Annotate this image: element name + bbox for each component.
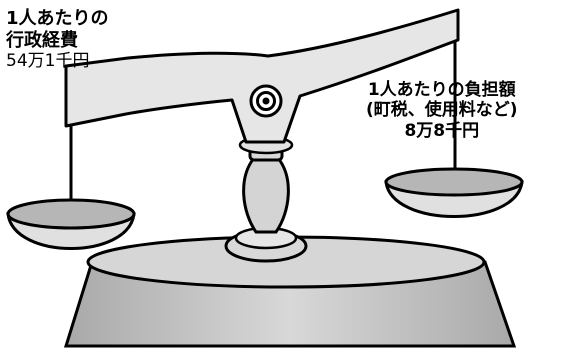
left-label-line2: 行政経費	[6, 29, 78, 51]
right-label-line1: 1人あたりの負担額	[367, 80, 516, 100]
column-body	[242, 156, 290, 234]
right-label-line2: (町税、使用料など)	[366, 100, 518, 121]
left-pan-label: 1人あたりの 行政経費 54万1千円	[6, 8, 109, 72]
left-label-amount: 54万1千円	[6, 51, 90, 72]
right-pan-label: 1人あたりの負担額 (町税、使用料など) 8万8千円	[366, 80, 518, 141]
pivot-center	[262, 97, 270, 105]
scale-beam	[64, 8, 460, 144]
left-pan-rim	[6, 198, 136, 230]
left-label-line1: 1人あたりの	[6, 8, 109, 29]
right-pan-rim	[384, 167, 524, 197]
right-label-amount: 8万8千円	[404, 120, 480, 141]
